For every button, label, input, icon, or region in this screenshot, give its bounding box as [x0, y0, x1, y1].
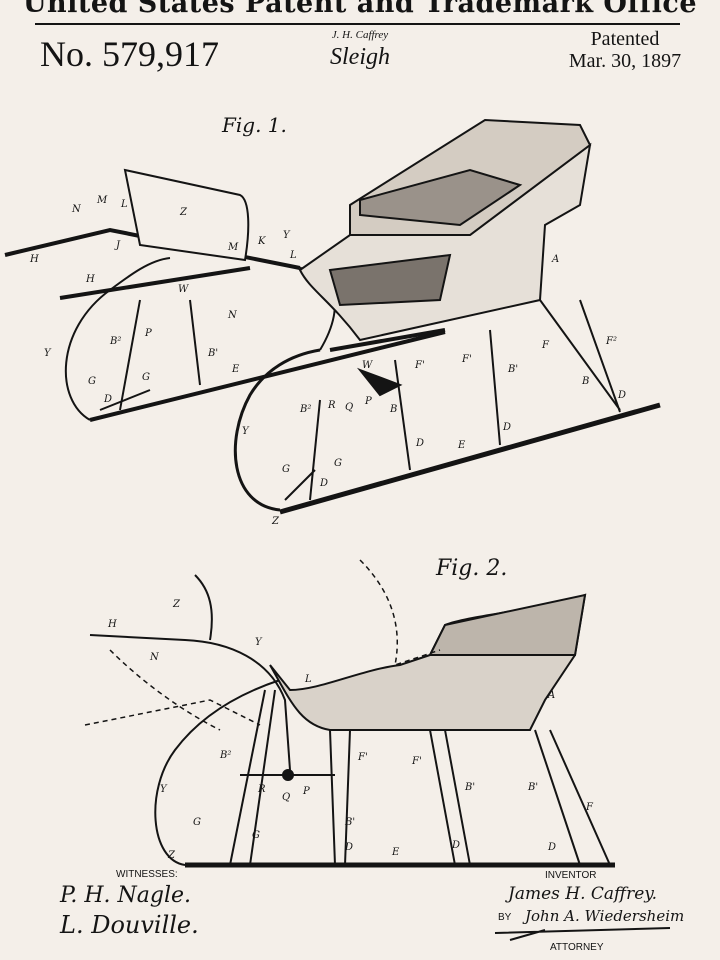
reference-letter: M [227, 242, 239, 253]
title-rule [35, 23, 680, 25]
reference-letter: L [289, 250, 297, 261]
reference-letter: G [142, 372, 150, 383]
fig1-label: Fig. 1. [221, 113, 287, 137]
reference-letter: E [231, 364, 240, 375]
reference-letter: D [502, 422, 511, 433]
witnesses-label: WITNESSES: [116, 869, 178, 880]
reference-letter: Q [282, 792, 290, 803]
reference-letter: B' [464, 782, 475, 793]
reference-letter: Y [255, 637, 263, 648]
reference-letter: G [193, 817, 201, 828]
reference-letter: L [120, 199, 128, 210]
reference-letter: D [103, 394, 112, 405]
reference-letter: D [617, 390, 626, 401]
reference-letter: F [541, 340, 550, 351]
reference-letter: D [319, 478, 328, 489]
reference-letter: B' [207, 348, 218, 359]
witness-signature-1: P. H. Nagle. [60, 883, 192, 908]
reference-letter: N [149, 652, 160, 663]
date: Mar. 30, 1897 [568, 50, 682, 72]
reference-letter: Y [160, 784, 168, 795]
reference-letter: Z [271, 516, 280, 527]
reference-letter: D [415, 438, 424, 449]
reference-letter: B' [344, 817, 355, 828]
patent-date: Patented Mar. 30, 1897 [550, 28, 700, 72]
reference-letter: H [85, 274, 95, 285]
patent-number: No. 579,917 [40, 34, 219, 74]
reference-letter: A [551, 254, 559, 265]
reference-letter: A [547, 690, 555, 701]
patented-label: Patented [590, 28, 660, 50]
reference-letter: J [114, 240, 121, 251]
reference-letter: D [451, 840, 460, 851]
reference-letter: F [585, 802, 594, 813]
reference-letter: B' [527, 782, 538, 793]
figure-2-sleigh [84, 559, 615, 868]
reference-letter: B [389, 404, 397, 415]
reference-letter: D [344, 842, 353, 853]
reference-letter: Q [345, 402, 353, 413]
reference-letter: B² [299, 404, 311, 415]
reference-letter: W [362, 360, 373, 371]
reference-letter: F' [411, 756, 422, 767]
reference-letter: B² [109, 336, 121, 347]
reference-letter: R [257, 784, 266, 795]
reference-letter: D [547, 842, 556, 853]
reference-letter: P [144, 328, 152, 339]
reference-letter: Z [172, 599, 181, 610]
by-label: BY [498, 912, 512, 923]
reference-letter: N [227, 310, 238, 321]
reference-letter: Y [44, 348, 52, 359]
reference-letter: F² [605, 336, 617, 347]
reference-letter: P [364, 396, 372, 407]
reference-letter: M [96, 195, 108, 206]
reference-letter: N [71, 204, 82, 215]
reference-letter: H [107, 619, 117, 630]
inventor-name: J. H. Caffrey [331, 29, 389, 41]
witness-signature-2: L. Douville. [60, 911, 199, 939]
office-title: United States Patent and Trademark Offic… [22, 0, 698, 19]
reference-letter: F' [461, 354, 472, 365]
reference-letter: F' [414, 360, 425, 371]
reference-letter: G [282, 464, 290, 475]
reference-letter: P [302, 786, 310, 797]
reference-letter: Z [179, 207, 188, 218]
reference-letter: R [327, 400, 336, 411]
reference-letter: B [581, 376, 589, 387]
reference-letter: H [29, 254, 39, 265]
invention-title: Sleigh [330, 44, 390, 70]
reference-letter: Y [283, 230, 291, 241]
attorney-signature: John A. Wiedersheim [525, 907, 685, 925]
reference-letter: F' [357, 752, 368, 763]
reference-letter: G [334, 458, 342, 469]
reference-letter: K [257, 236, 266, 247]
fig2-label: Fig. 2. [435, 556, 507, 581]
reference-letter: Y [242, 426, 250, 437]
reference-letter: B² [219, 750, 231, 761]
reference-letter: W [178, 284, 189, 295]
attorney-label: ATTORNEY [550, 942, 604, 953]
figure-1-sleigh [4, 118, 661, 515]
reference-letter: G [252, 830, 260, 841]
reference-letter: E [391, 847, 400, 858]
reference-letter: G [88, 376, 96, 387]
reference-letter: B' [507, 364, 518, 375]
inventor-signature: James H. Caffrey. [508, 884, 658, 904]
inventor-label: INVENTOR [545, 870, 597, 881]
reference-letter: Z [167, 850, 176, 861]
reference-letter: L [304, 674, 312, 685]
reference-letter: E [457, 440, 466, 451]
